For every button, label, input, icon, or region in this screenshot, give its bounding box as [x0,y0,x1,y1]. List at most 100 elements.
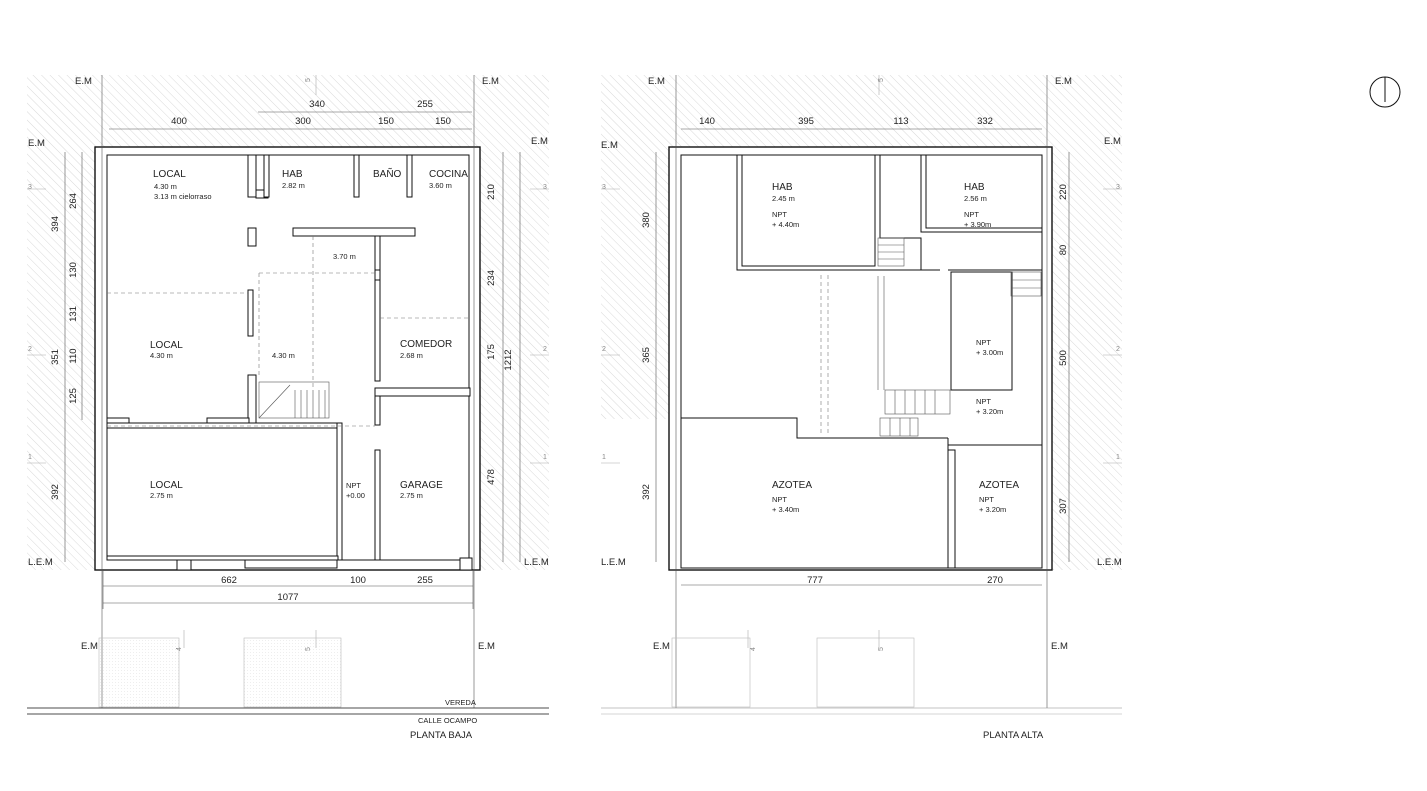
pb-dim-lines [64,75,521,708]
npt-value: + 3.90m [964,220,991,229]
npt-label: NPT [346,481,361,490]
dim-left: 392 [50,484,61,500]
dim-right: 500 [1058,350,1069,366]
room-name: GARAGE [400,480,443,491]
room-height: 2.56 m [964,194,987,203]
npt-value: + 3.00m [976,348,1003,357]
dim-left: 110 [68,348,79,363]
plan-title: PLANTA ALTA [983,730,1044,741]
axis-label: 1 [28,454,32,461]
room-height: 2.45 m [772,194,795,203]
dim-top: 332 [977,116,993,127]
dim-top-upper: 255 [417,99,433,110]
room-ceiling: 3.13 m cielorraso [154,192,212,201]
pa-axis-lines [601,75,1122,648]
planta-alta: HAB 2.45 m NPT + 4.40m HAB 2.56 m NPT + … [601,75,1122,741]
dim-right: 210 [486,184,497,200]
em-marker: E.M [1055,76,1072,87]
dim-right: 80 [1058,245,1069,256]
dim-right: 234 [486,270,497,286]
interior-walls [106,154,473,571]
pb-markers: E.M E.M E.M E.M L.E.M L.E.M E.M E.M [28,76,549,652]
lem-marker: L.E.M [524,557,549,568]
em-marker: E.M [28,138,45,149]
axis-label: 5 [305,78,312,82]
axis-label: 3 [1116,184,1120,191]
space-height: 3.70 m [333,252,356,261]
npt-label: NPT [976,397,991,406]
dim-right: 307 [1058,498,1069,514]
dim-top: 150 [435,116,451,127]
npt-label: NPT [772,495,787,504]
neighbor-hatch-right [1052,147,1122,570]
pb-dims: 340 255 400 300 150 150 662 100 255 1077… [50,99,514,603]
pa-axis-labels: 3 3 2 2 1 1 4 5 5 [602,78,1120,651]
npt-label: NPT [976,338,991,347]
dim-right: 175 [486,344,497,360]
dim-top: 113 [893,116,908,127]
em-marker: E.M [648,76,665,87]
facade-block [98,637,180,708]
room-name: LOCAL [150,340,183,351]
dim-bottom-total: 1077 [277,592,298,603]
space-height: 4.30 m [272,351,295,360]
stairs [877,237,1042,437]
axis-label: 4 [750,647,757,651]
npt-value: + 3.40m [772,505,799,514]
dim-left: 131 [68,306,79,322]
pa-rooms: HAB 2.45 m NPT + 4.40m HAB 2.56 m NPT + … [772,182,1019,514]
lem-marker: L.E.M [28,557,53,568]
dim-top: 140 [699,116,715,127]
dim-left: 392 [641,484,652,500]
street-label: CALLE OCAMPO [418,716,477,725]
planta-baja: LOCAL 4.30 m 3.13 m cielorraso HAB 2.82 … [27,75,549,741]
axis-label: 2 [543,346,547,353]
neighbor-hatch-left [601,147,669,419]
interior-walls [681,155,1042,568]
npt-label: NPT [979,495,994,504]
neighbor-hatch-left [27,147,95,570]
axis-label: 2 [1116,346,1120,353]
axis-label: 4 [176,647,183,651]
dim-right: 478 [486,469,497,485]
facade-block [816,637,915,708]
dim-top: 400 [171,116,187,127]
room-height: 2.75 m [150,491,173,500]
pb-rooms: LOCAL 4.30 m 3.13 m cielorraso HAB 2.82 … [150,167,468,500]
sidewalk-label: VEREDA [445,698,476,707]
room-height: 2.82 m [282,181,305,190]
room-height: 4.30 m [150,351,173,360]
em-marker: E.M [531,136,548,147]
axis-label: 1 [1116,454,1120,461]
lem-marker: L.E.M [601,557,626,568]
dim-left: 380 [641,212,652,228]
dim-bottom: 777 [807,575,823,586]
plan-title: PLANTA BAJA [410,730,473,741]
em-marker: E.M [81,641,98,652]
neighbor-hatch-right [480,147,549,570]
dim-right: 220 [1058,184,1069,200]
dim-top: 395 [798,116,814,127]
dim-left: 394 [50,216,61,232]
axis-label: 2 [28,346,32,353]
pa-markers: E.M E.M E.M E.M L.E.M L.E.M E.M E.M [601,76,1122,652]
em-marker: E.M [478,641,495,652]
em-marker: E.M [75,76,92,87]
room-name: BAÑO [373,167,402,180]
axis-label: 1 [543,454,547,461]
stair [258,381,330,419]
axis-label: 5 [878,78,885,82]
lem-marker: L.E.M [1097,557,1122,568]
facade-block [243,637,342,708]
dim-bottom: 100 [350,575,366,586]
room-height: 3.60 m [429,181,452,190]
outer-wall [94,146,481,571]
axis-label: 2 [602,346,606,353]
axis-label: 5 [878,647,885,651]
dim-left: 351 [50,349,61,365]
npt-value: +0.00 [346,491,365,500]
room-name: AZOTEA [772,480,812,491]
dim-top-upper: 340 [309,99,325,110]
facade-block [671,637,751,708]
